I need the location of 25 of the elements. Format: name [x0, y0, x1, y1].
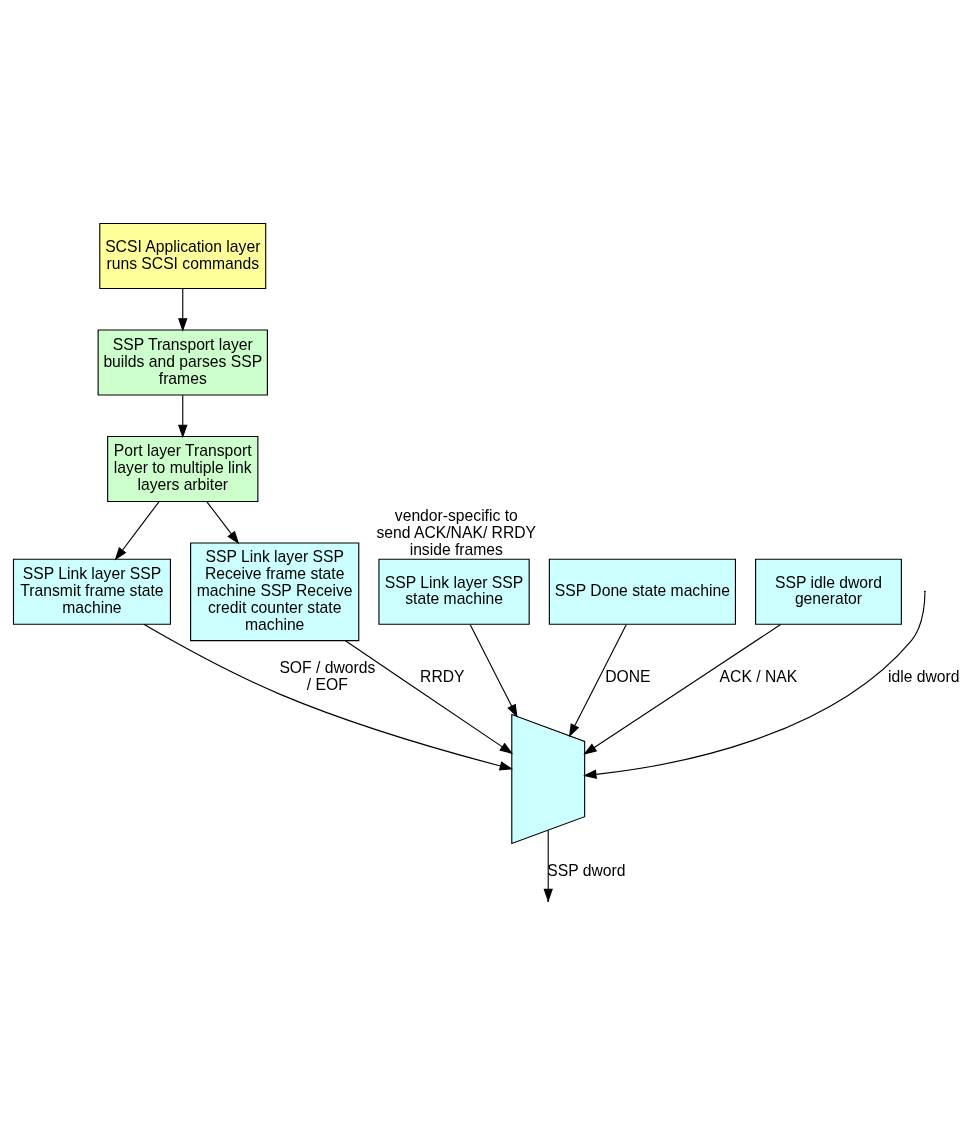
arrow — [568, 624, 627, 738]
edge-label: SOF / dwords / EOF — [278, 659, 375, 694]
arrow — [177, 394, 187, 439]
node-box: SSP Done state machine — [548, 558, 736, 625]
node-box: SSP Link layer SSP Transmit frame state machine — [12, 558, 171, 625]
node-box: SCSI Application layer runs SCSI commands — [98, 223, 266, 290]
node-box: SSP idle dword generator — [754, 558, 902, 625]
edge-label: RRDY — [419, 667, 465, 685]
arrow — [114, 501, 159, 561]
node-box: SSP Link layer SSP Receive frame state machine SSP Receive credit counter state machine — [189, 542, 359, 642]
arrow — [177, 288, 187, 332]
node-box: SSP Transport layer builds and parses SSP frames — [97, 329, 268, 396]
arrow — [469, 624, 518, 718]
arrow — [582, 592, 925, 779]
node-label: vendor-specific to send ACK/NAK/ RRDY inside frames — [376, 507, 536, 559]
edge-label: DONE — [604, 667, 650, 685]
node-box: SSP Link layer SSP state machine — [377, 558, 530, 625]
arrow — [205, 501, 239, 545]
arrow — [344, 640, 513, 755]
arrow — [142, 623, 513, 771]
node-box: Port layer Transport layer to multiple link layers arbiter — [106, 436, 258, 503]
node-trapezoid — [510, 713, 585, 845]
edge-label: ACK / NAK — [719, 667, 797, 685]
arrow — [582, 623, 781, 755]
edge-label: idle dword — [887, 667, 960, 685]
